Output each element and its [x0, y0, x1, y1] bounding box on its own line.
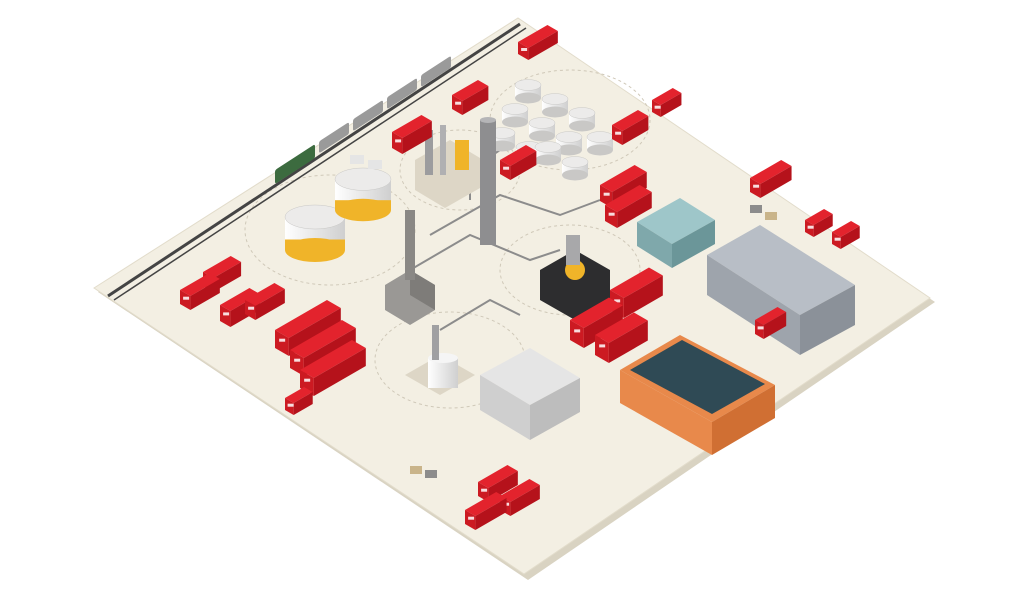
- crate: [750, 205, 762, 213]
- solar-building: [620, 335, 775, 455]
- train: [275, 56, 451, 184]
- red-container-generator-icon: [180, 273, 220, 310]
- red-container-generator-icon: [452, 80, 489, 115]
- freight-car: [387, 78, 417, 109]
- red-container-generator-icon: [595, 312, 648, 363]
- red-container-generator-icon: [245, 283, 285, 320]
- enclosure-left: [480, 375, 530, 440]
- crate: [368, 160, 382, 169]
- generator-fleet: [180, 25, 860, 530]
- freight-car: [353, 100, 383, 131]
- train-icon: [275, 56, 451, 184]
- freight-car: [319, 122, 349, 153]
- red-container-generator-icon: [570, 297, 623, 348]
- gas-turbine-unit: [540, 235, 610, 320]
- red-container-generator-icon: [832, 221, 860, 249]
- enclosure-building: [480, 348, 580, 440]
- crate: [350, 155, 364, 164]
- refinery-tower: [425, 130, 433, 175]
- column-top: [480, 117, 496, 123]
- distillation-column: [480, 117, 496, 245]
- turbine-stack: [566, 235, 580, 265]
- cylindrical-tank-icon: [514, 79, 542, 104]
- supply-crates: [350, 155, 777, 478]
- red-container-generator-icon: [285, 387, 313, 415]
- pipe: [429, 193, 601, 236]
- crate: [765, 212, 777, 220]
- red-container-generator-icon: [805, 209, 833, 237]
- cylindrical-tank-icon: [541, 93, 569, 118]
- power-plant: [385, 210, 435, 325]
- solar-building-front: [620, 370, 712, 455]
- building-left: [637, 222, 672, 268]
- cylindrical-tank-icon: [586, 131, 614, 156]
- red-container-generator-icon: [750, 160, 792, 198]
- cylindrical-tank-icon: [561, 156, 589, 181]
- rail-track: [113, 27, 527, 301]
- freight-car: [421, 56, 451, 87]
- cylindrical-tank-icon: [568, 107, 596, 132]
- red-container-generator-icon: [605, 185, 652, 228]
- rail-track: [107, 22, 521, 298]
- refinery-unit: [415, 125, 480, 208]
- red-container-generator-icon: [518, 25, 558, 60]
- red-container-generator-icon: [300, 340, 366, 396]
- cylindrical-tank-icon: [284, 204, 346, 262]
- warehouse-side: [800, 285, 855, 355]
- tank-farm: [488, 79, 614, 181]
- warehouse-roof: [707, 225, 855, 315]
- red-container-generator-icon: [755, 307, 787, 339]
- building-top: [637, 198, 715, 244]
- cylindrical-tank-icon: [528, 117, 556, 142]
- pipe: [439, 298, 521, 331]
- locomotive: [275, 144, 315, 184]
- enclosure-right: [530, 378, 580, 440]
- cylindrical-tank-icon: [334, 167, 392, 222]
- crate: [410, 466, 422, 474]
- railway: [107, 22, 527, 301]
- red-container-generator-icon: [652, 88, 682, 117]
- crate: [425, 470, 437, 478]
- enclosure-top: [480, 348, 580, 405]
- refinery-tower: [440, 125, 446, 175]
- large-storage-tanks: [284, 167, 392, 262]
- red-container-generator-icon: [392, 115, 432, 154]
- cylindrical-tank-icon: [555, 131, 583, 156]
- solar-panels: [630, 340, 765, 414]
- red-container-generator-icon: [500, 145, 537, 180]
- cylindrical-tank-icon: [501, 103, 529, 128]
- pipe: [409, 233, 561, 271]
- red-container-generator-icon: [612, 110, 649, 145]
- small-tank-unit: [405, 325, 475, 395]
- red-container-generator-icon: [465, 492, 507, 530]
- chimney-icon: [480, 120, 496, 245]
- control-building: [637, 198, 715, 268]
- solar-building-side: [712, 385, 775, 455]
- refinery-frame: [455, 140, 469, 170]
- plant-block-side: [410, 270, 435, 310]
- cylindrical-tank-icon: [534, 141, 562, 166]
- building-right: [672, 220, 715, 268]
- turbine-frame: [540, 250, 610, 320]
- chimney-icon: [432, 325, 439, 360]
- chimney-icon: [405, 210, 415, 280]
